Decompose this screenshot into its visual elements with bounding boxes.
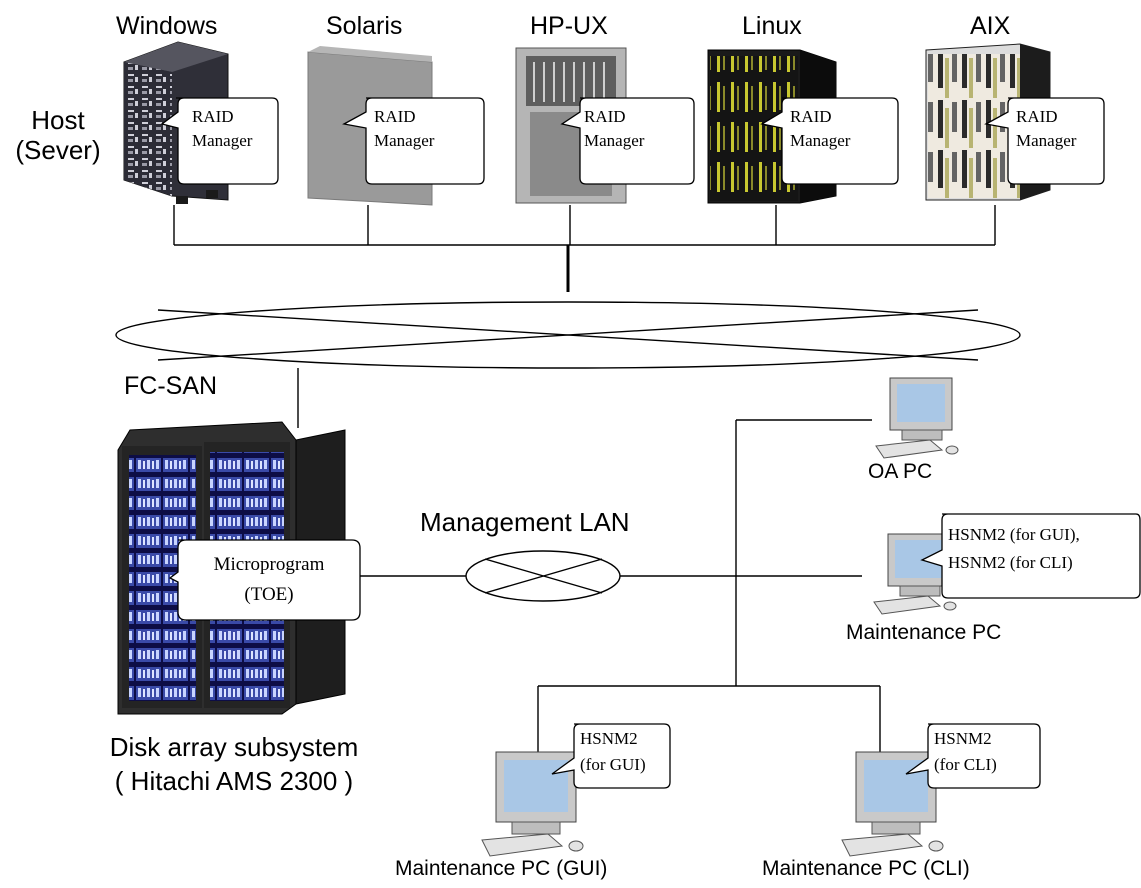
management-lan-cloud (465, 550, 621, 602)
callout-hpux-line2: Manager (584, 131, 645, 150)
callout-microprogram-line1: Microprogram (214, 554, 325, 575)
host-label-line2: (Sever) (15, 134, 101, 165)
maintenance-pc-cli-label: Maintenance PC (CLI) (762, 857, 970, 880)
callout-cli-line2: (for CLI) (934, 755, 997, 774)
callout-linux-line2: Manager (790, 131, 851, 150)
callout-maintenance-pc-cli: HSNM2 (for CLI) (905, 723, 1041, 789)
callout-aix-line2: Manager (1016, 131, 1077, 150)
oa-pc-label: OA PC (868, 460, 933, 483)
callout-hpux-line1: RAID (584, 107, 626, 126)
storage-label-line2: ( Hitachi AMS 2300 ) (114, 765, 354, 796)
storage-label: Disk array subsystem ( Hitachi AMS 2300 … (82, 732, 386, 797)
lan-lines (360, 419, 881, 752)
os-label-aix: AIX (970, 12, 1011, 40)
callout-aix: RAID Manager (984, 97, 1105, 185)
host-bus-lines (173, 205, 996, 246)
maintenance-pc-gui-label: Maintenance PC (GUI) (395, 857, 608, 880)
callout-windows-line1: RAID (192, 107, 234, 126)
callout-maintenance-pc-gui: HSNM2 (for GUI) (551, 723, 671, 789)
maintenance-pc-gui-icon (481, 751, 584, 857)
maintenance-pc-label: Maintenance PC (846, 621, 1002, 644)
os-label-solaris: Solaris (326, 12, 403, 40)
callout-gui-line2: (for GUI) (580, 755, 646, 774)
callout-windows-line2: Manager (192, 131, 253, 150)
fc-san-cloud (115, 301, 1021, 369)
callout-linux: RAID Manager (760, 97, 899, 185)
callout-gui-line1: HSNM2 (580, 729, 638, 748)
callout-cli-line1: HSNM2 (934, 729, 992, 748)
callout-microprogram-line2: (TOE) (244, 584, 293, 605)
management-lan-label: Management LAN (420, 507, 630, 537)
callout-maintenance-line1: HSNM2 (for GUI), (948, 525, 1080, 544)
callout-aix-line1: RAID (1016, 107, 1058, 126)
fc-san-label: FC-SAN (124, 372, 218, 400)
os-label-hpux: HP-UX (530, 12, 608, 40)
callout-linux-line1: RAID (790, 107, 832, 126)
callout-solaris-line2: Manager (374, 131, 435, 150)
os-label-windows: Windows (116, 12, 218, 40)
host-label: Host (Sever) (12, 105, 104, 166)
callout-maintenance-pc: HSNM2 (for GUI), HSNM2 (for CLI) (920, 513, 1141, 599)
os-label-linux: Linux (742, 12, 802, 40)
oa-pc-icon (875, 377, 959, 459)
callout-maintenance-line2: HSNM2 (for CLI) (948, 553, 1073, 572)
callout-hpux: RAID Manager (560, 97, 695, 185)
callout-windows: RAID Manager (160, 97, 279, 185)
callout-solaris-line1: RAID (374, 107, 416, 126)
callout-solaris: RAID Manager (342, 97, 485, 185)
callout-microprogram: Microprogram (TOE) (168, 539, 361, 621)
storage-label-line1: Disk array subsystem (109, 732, 359, 762)
host-label-line1: Host (31, 105, 85, 135)
